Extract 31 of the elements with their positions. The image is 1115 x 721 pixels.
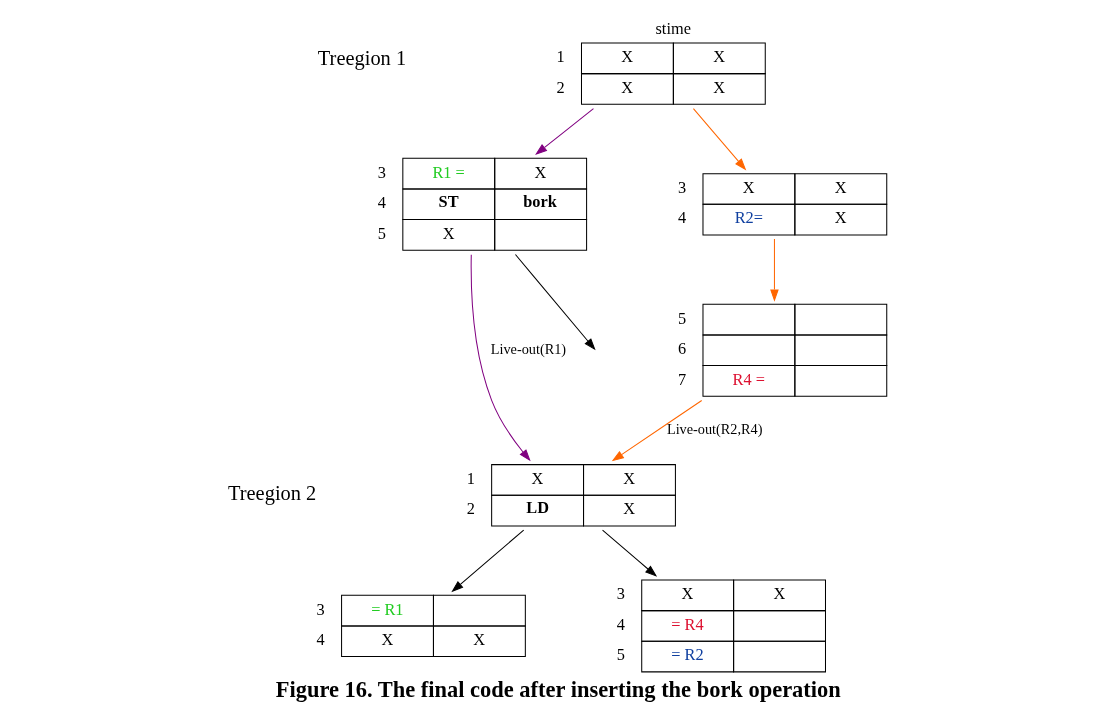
node-label: 2 — [466, 499, 475, 519]
edge-label: Live-out(R1) — [490, 341, 567, 358]
node-label: 4 — [316, 630, 325, 650]
node-label: 1 — [466, 468, 475, 488]
node-label: 2 — [556, 77, 565, 97]
node-label: 3 — [377, 162, 386, 182]
node-label: 3 — [616, 584, 625, 604]
edge-label: Live-out(R2,R4) — [666, 421, 763, 438]
arrow — [451, 529, 525, 593]
arrow — [692, 108, 747, 171]
label: Treegion 2 — [228, 482, 317, 505]
node-label: 5 — [677, 308, 687, 328]
node-label: 3 — [316, 599, 325, 619]
node-label: 4 — [377, 193, 386, 213]
node-label: 7 — [677, 369, 687, 389]
node-label: 5 — [377, 223, 386, 243]
node-label: 3 — [677, 177, 687, 197]
node-label: 4 — [616, 614, 625, 634]
label: Treegion 1 — [317, 47, 407, 70]
arrow — [514, 253, 596, 351]
arrow — [535, 108, 594, 155]
node-label: stime — [655, 18, 691, 38]
node-label: 6 — [677, 339, 687, 359]
arrow — [470, 254, 531, 462]
node-label: 5 — [616, 645, 625, 665]
arrow — [602, 529, 658, 577]
node-label: 4 — [677, 208, 687, 228]
arrow — [611, 400, 703, 462]
node-label: 1 — [556, 47, 565, 67]
caption: Figure 16. The final code after inserting the bork operation — [275, 677, 841, 702]
arrow — [770, 238, 779, 302]
